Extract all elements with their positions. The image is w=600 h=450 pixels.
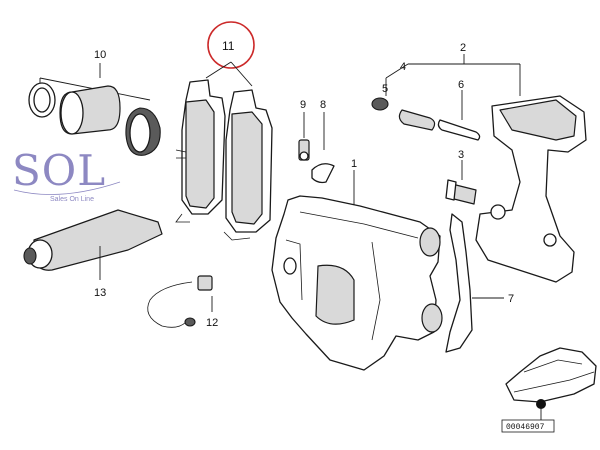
callout-6: 6 [458, 79, 464, 91]
caliper-body [271, 195, 441, 371]
sensor-pin-9-8 [298, 112, 335, 184]
wheel-marker [536, 399, 546, 409]
vehicle-locator: 00046907 [501, 347, 597, 433]
carrier-bolt-hole-2 [543, 233, 557, 247]
piston-kit-10 [28, 63, 161, 156]
outer-pad-friction [231, 111, 263, 225]
caliper-lug [283, 257, 297, 275]
callout-10: 10 [94, 49, 106, 61]
caliper-housing-1 [271, 170, 443, 371]
car-lines [513, 359, 595, 393]
inner-pad-clip [175, 149, 190, 223]
sensor-wire [147, 281, 193, 328]
callout-11: 11 [222, 39, 235, 53]
car-outline [505, 347, 597, 403]
callout-8: 8 [320, 99, 326, 111]
callout-1: 1 [351, 158, 357, 170]
sol-logo: SOL Sales On Line [12, 146, 121, 203]
caliper-window [315, 264, 355, 325]
reference-code: 00046907 [506, 423, 545, 432]
bleed-screw-tip [299, 151, 309, 161]
caliper-bore-lower [421, 303, 443, 333]
reference-box [501, 419, 555, 433]
grease-tube-body [33, 209, 163, 271]
logo-tagline: Sales On Line [50, 196, 94, 203]
grease-tube-nozzle [23, 247, 37, 265]
sensor-tip [184, 317, 196, 327]
logo-text: SOL [12, 146, 106, 195]
callout-7: 7 [508, 293, 514, 305]
wear-sensor-12 [147, 275, 213, 328]
leader-4-a [385, 63, 409, 79]
guide-sleeve [398, 109, 436, 131]
dust-boot-rim [129, 113, 151, 153]
outer-pad-clip [223, 231, 251, 241]
callout-2: 2 [460, 42, 466, 54]
callout-9: 9 [300, 99, 306, 111]
spring-clip [445, 213, 473, 353]
brake-pads-11 [175, 21, 273, 241]
highlight-circle [207, 21, 255, 69]
caliper-bore-upper [419, 227, 441, 257]
guide-pin-boot [371, 97, 389, 111]
callout-4: 4 [400, 61, 406, 73]
caliper-edges [285, 211, 419, 341]
carrier-top-face [499, 99, 577, 141]
carrier-bolt-head [445, 179, 457, 201]
callout-12: 12 [206, 317, 218, 329]
seal-ring-inner [33, 87, 51, 113]
carrier-bolt-hole [490, 204, 506, 220]
piston-face [60, 91, 84, 135]
callout-13: 13 [94, 287, 106, 299]
callout-5: 5 [382, 83, 388, 95]
callout-3: 3 [458, 149, 464, 161]
logo-swoosh [13, 181, 121, 195]
anti-rattle-spring-7 [445, 213, 504, 353]
sensor-connector [197, 275, 213, 291]
caliper-carrier-bracket [475, 95, 587, 283]
guide-pin [437, 119, 481, 141]
carrier-assembly [371, 54, 587, 283]
leader-11-a [205, 61, 232, 79]
grease-tube-13 [23, 209, 163, 280]
retaining-clip [311, 163, 335, 184]
inner-pad-friction [185, 99, 215, 209]
leader-11-b [230, 61, 253, 87]
